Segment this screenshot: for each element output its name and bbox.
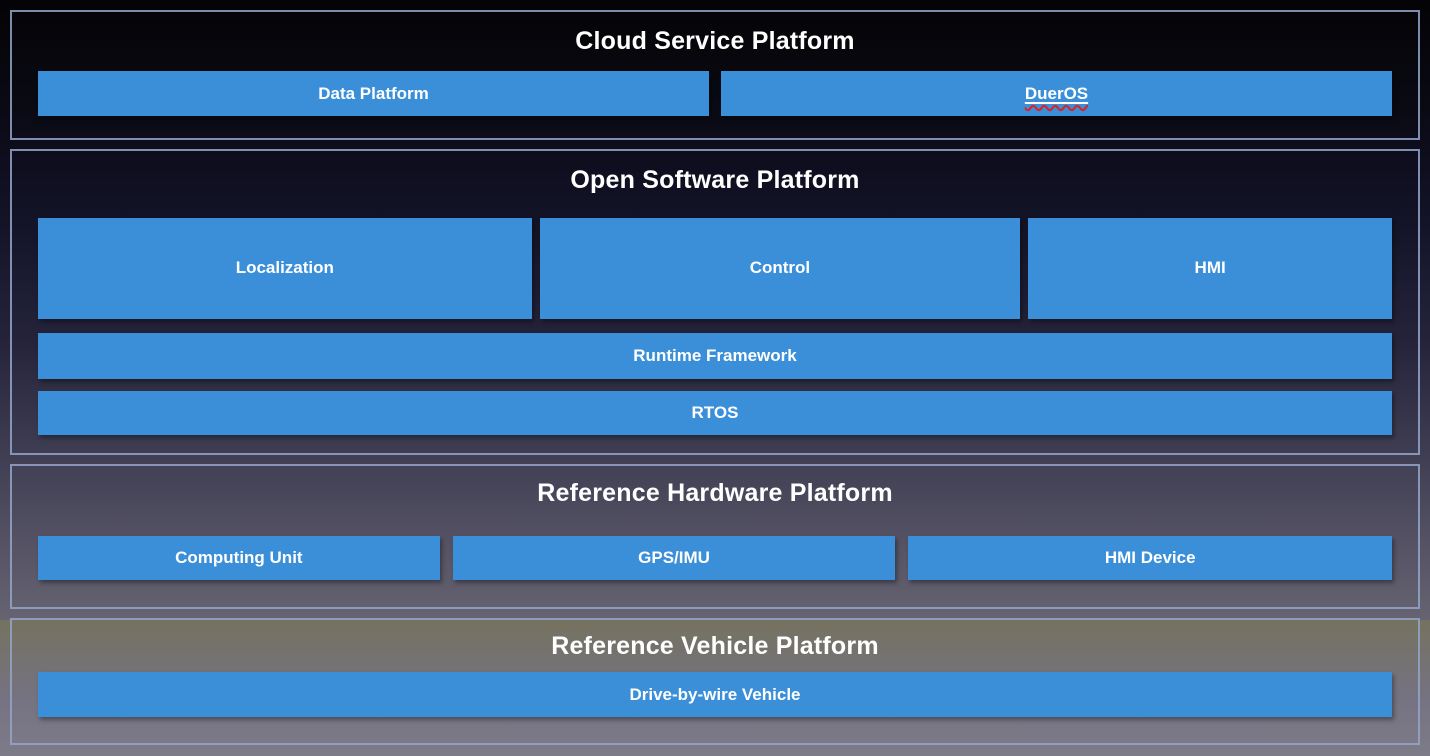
rtos-box: RTOS bbox=[38, 390, 1392, 435]
cloud-boxes-row: Data Platform DuerOS bbox=[38, 71, 1392, 116]
hmi-device-label: HMI Device bbox=[1104, 548, 1196, 568]
runtime-framework-row: Runtime Framework bbox=[38, 332, 1392, 379]
section-reference-hardware-platform: Reference Hardware Platform Computing Un… bbox=[10, 464, 1420, 610]
rtos-row: RTOS bbox=[38, 390, 1392, 435]
hmi-box: HMI bbox=[1028, 217, 1392, 319]
runtime-framework-box: Runtime Framework bbox=[38, 332, 1392, 379]
vehicle-boxes-row: Drive-by-wire Vehicle bbox=[38, 672, 1392, 718]
cloud-service-platform-title: Cloud Service Platform bbox=[575, 27, 855, 55]
gps-imu-box: GPS/IMU bbox=[452, 536, 896, 581]
hardware-boxes-row: Computing Unit GPS/IMU HMI Device bbox=[38, 536, 1393, 581]
dueros-label: DuerOS bbox=[1024, 83, 1089, 103]
reference-hardware-platform-title: Reference Hardware Platform bbox=[537, 479, 893, 508]
control-box: Control bbox=[539, 217, 1021, 319]
computing-unit-box: Computing Unit bbox=[38, 536, 440, 581]
drive-by-wire-vehicle-box: Drive-by-wire Vehicle bbox=[38, 672, 1392, 718]
section-cloud-service-platform: Cloud Service Platform Data Platform Due… bbox=[10, 10, 1420, 140]
computing-unit-label: Computing Unit bbox=[175, 548, 303, 568]
reference-vehicle-platform-title: Reference Vehicle Platform bbox=[551, 632, 879, 661]
rtos-label: RTOS bbox=[691, 402, 739, 422]
dueros-link[interactable]: DuerOS bbox=[1025, 84, 1088, 104]
drive-by-wire-vehicle-label: Drive-by-wire Vehicle bbox=[629, 684, 801, 704]
localization-label: Localization bbox=[235, 258, 334, 278]
gps-imu-label: GPS/IMU bbox=[638, 548, 710, 568]
localization-box: Localization bbox=[38, 217, 532, 319]
data-platform-box: Data Platform bbox=[38, 71, 709, 116]
runtime-framework-label: Runtime Framework bbox=[633, 345, 797, 365]
hmi-label: HMI bbox=[1194, 258, 1226, 278]
control-label: Control bbox=[749, 258, 811, 278]
dueros-box: DuerOS bbox=[721, 71, 1392, 116]
hmi-device-box: HMI Device bbox=[908, 536, 1393, 581]
data-platform-label: Data Platform bbox=[318, 83, 429, 103]
open-software-platform-title: Open Software Platform bbox=[570, 165, 860, 194]
section-open-software-platform: Open Software Platform Localization Cont… bbox=[10, 148, 1420, 456]
section-reference-vehicle-platform: Reference Vehicle Platform Drive-by-wire… bbox=[10, 618, 1420, 745]
software-modules-row: Localization Control HMI bbox=[38, 217, 1392, 319]
